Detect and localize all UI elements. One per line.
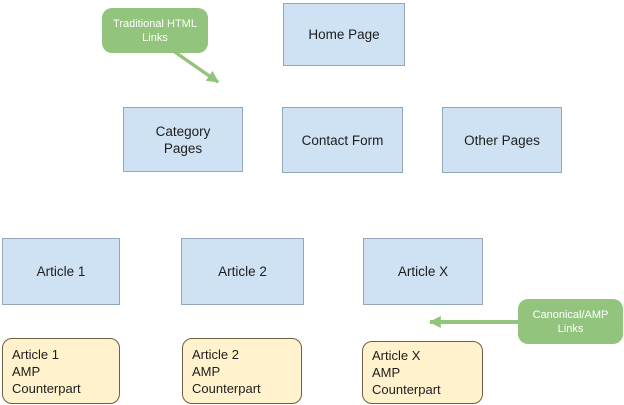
home-page-label: Home Page — [308, 27, 380, 42]
traditional-links-arrow — [171, 48, 219, 84]
home-page-box: Home Page — [283, 3, 405, 66]
article-2-amp-box: Article 2 AMP Counterpart — [182, 338, 302, 404]
article-x-label: Article X — [397, 264, 449, 279]
contact-form-box: Contact Form — [282, 107, 403, 173]
article-1-box: Article 1 — [2, 238, 120, 305]
traditional-html-links-callout: Traditional HTML Links — [102, 8, 208, 53]
article-1-amp-box: Article 1 AMP Counterpart — [2, 338, 120, 404]
other-pages-label: Other Pages — [464, 132, 540, 148]
article-1-label: Article 1 — [36, 264, 86, 279]
article-x-amp-label: Article X AMP Counterpart — [372, 348, 441, 397]
article-2-box: Article 2 — [181, 238, 304, 305]
category-pages-box: Category Pages — [123, 107, 243, 172]
article-2-amp-label: Article 2 AMP Counterpart — [192, 346, 261, 396]
contact-form-label: Contact Form — [301, 132, 384, 148]
category-pages-label: Category Pages — [155, 123, 211, 156]
other-pages-box: Other Pages — [442, 107, 562, 173]
article-1-amp-label: Article 1 AMP Counterpart — [12, 346, 81, 396]
article-x-amp-box: Article X AMP Counterpart — [362, 341, 483, 404]
traditional-html-links-label: Traditional HTML Links — [113, 17, 197, 44]
canonical-amp-links-callout: Canonical/AMP Links — [518, 299, 623, 344]
article-2-label: Article 2 — [218, 264, 267, 279]
canonical-amp-links-label: Canonical/AMP Links — [532, 308, 609, 335]
article-x-box: Article X — [363, 238, 483, 305]
